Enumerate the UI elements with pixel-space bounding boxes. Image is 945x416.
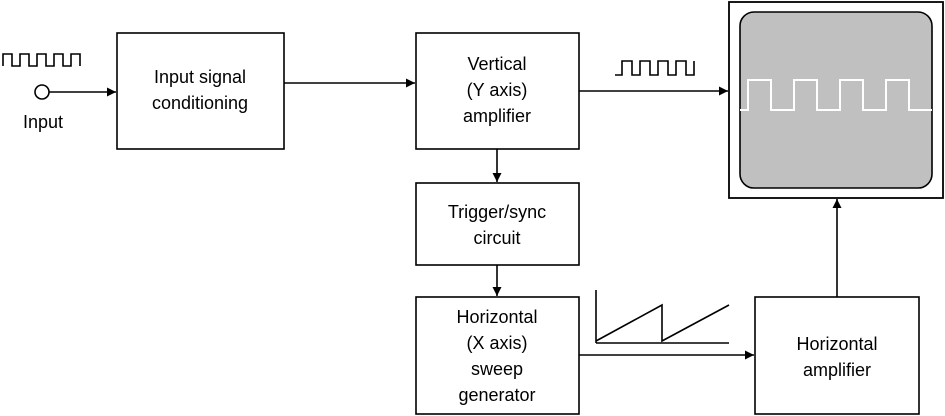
- conditioning-label-line-1: Input signal: [154, 67, 246, 87]
- sawtooth-waveform-icon: [595, 290, 730, 344]
- amplified-square-wave-icon: [615, 60, 695, 76]
- input-square-wave-icon: [2, 53, 81, 67]
- horizontal-amp-label-line-1: Horizontal: [796, 334, 877, 354]
- vertical-amp-label-line-2: (Y axis): [467, 80, 528, 100]
- input-terminal-icon: [34, 84, 50, 100]
- sweep-label-line-1: Horizontal: [456, 307, 537, 327]
- input-label: Input: [23, 112, 63, 132]
- vertical-amp-label-line-3: amplifier: [463, 106, 531, 126]
- sweep-label-line-3: sweep: [471, 359, 523, 379]
- trigger-label-line-2: circuit: [473, 228, 520, 248]
- sweep-label-line-4: generator: [458, 385, 535, 405]
- block-input-conditioning: Input signal conditioning: [116, 32, 285, 150]
- vertical-amp-label-line-1: Vertical: [467, 54, 526, 74]
- conditioning-label-line-2: conditioning: [152, 93, 248, 113]
- block-sweep-generator: Horizontal (X axis) sweep generator: [415, 296, 580, 415]
- horizontal-amp-label-line-2: amplifier: [803, 360, 871, 380]
- crt-trace-waveform: [740, 79, 932, 111]
- block-vertical-amplifier: Vertical (Y axis) amplifier: [415, 32, 580, 150]
- crt-display: [728, 1, 944, 199]
- crt-screen: [739, 11, 933, 189]
- sweep-label-line-2: (X axis): [466, 333, 527, 353]
- trigger-label-line-1: Trigger/sync: [448, 202, 546, 222]
- block-horizontal-amplifier: Horizontal amplifier: [754, 296, 920, 415]
- block-trigger-sync: Trigger/sync circuit: [415, 182, 580, 266]
